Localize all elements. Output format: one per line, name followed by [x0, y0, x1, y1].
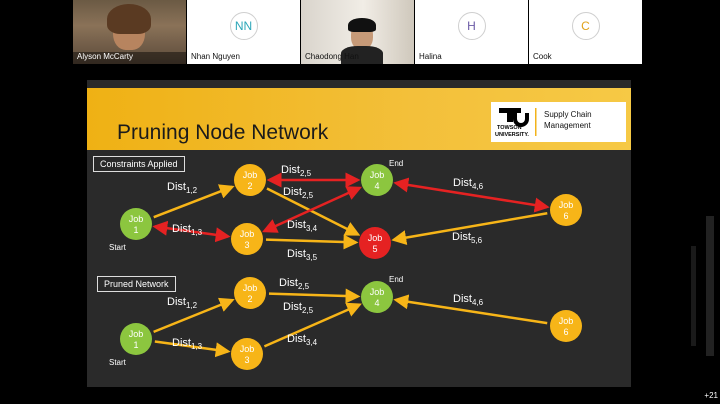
- university-logo: TOWSON UNIVERSITY. Supply Chain Manageme…: [491, 102, 626, 142]
- pruned-edge-6-4: [393, 294, 548, 325]
- edge-4-6: [393, 177, 550, 213]
- participant-name: Cook: [533, 52, 552, 61]
- participant-tile-4[interactable]: H Halina: [415, 0, 528, 64]
- network-diagram: Dist1,2Dist1,3Dist2,5Dist2,5Dist3,4Dist3…: [109, 159, 582, 370]
- job-node-number: 3: [244, 240, 249, 250]
- participant-name: Nhan Nguyen: [191, 52, 240, 61]
- job-node-label: Job: [240, 229, 255, 239]
- pruned-dist-label-1-3: Dist1,3: [172, 337, 203, 351]
- start-label: Start: [109, 243, 127, 252]
- edge-5-6: [391, 212, 548, 246]
- dist-label-4-6: Dist4,6: [453, 177, 484, 191]
- participant-name: Halina: [419, 52, 442, 61]
- job-node-label: Job: [240, 344, 255, 354]
- pruned-dist-label-4-6: Dist4,6: [453, 293, 484, 307]
- section-label-pruned: Pruned Network: [97, 276, 176, 292]
- participant-tile-2[interactable]: NN Nhan Nguyen: [187, 0, 300, 64]
- participant-strip: Alyson McCarty NN Nhan Nguyen Chaodong H…: [0, 0, 720, 66]
- pruned-dist-label-3-4: Dist3,4: [287, 333, 318, 347]
- job-node-number: 6: [563, 211, 568, 221]
- job-node-label: Job: [370, 287, 385, 297]
- pruned-edge-1-3: [154, 340, 231, 358]
- background-texture: [691, 216, 714, 356]
- job-node-label: Job: [243, 170, 258, 180]
- job-node-number: 2: [247, 181, 252, 191]
- job-node-label: Job: [243, 283, 258, 293]
- participant-name: Alyson McCarty: [77, 52, 134, 61]
- job-node-label: Job: [370, 170, 385, 180]
- job-node-label: Job: [559, 200, 574, 210]
- slide-title: Pruning Node Network: [117, 121, 329, 144]
- avatar: C: [571, 12, 600, 40]
- job-node-label: Job: [129, 214, 144, 224]
- pruned-dist-label-2-4b: Dist2,5: [283, 301, 314, 315]
- pruned-edge-3-4: [263, 302, 362, 348]
- logo-line1: TOWSON: [497, 125, 522, 131]
- participant-tile-1[interactable]: Alyson McCarty: [73, 0, 186, 64]
- job-node-number: 4: [374, 298, 379, 308]
- participant-name: Chaodong Han: [305, 52, 359, 61]
- edge-3-5: [265, 234, 359, 250]
- pruned-end-label: End: [389, 275, 403, 284]
- edge-3-4: [262, 186, 362, 233]
- job-node-number: 5: [372, 244, 377, 254]
- end-label: End: [389, 159, 403, 168]
- job-node-number: 2: [247, 294, 252, 304]
- job-node-label: Job: [368, 233, 383, 243]
- section-label-constraints: Constraints Applied: [93, 156, 185, 172]
- job-node-label: Job: [129, 329, 144, 339]
- avatar: H: [457, 12, 486, 40]
- pruned-edge-1-2: [153, 297, 235, 334]
- job-node-number: 1: [133, 225, 138, 235]
- logo-mark-icon: [499, 108, 537, 136]
- participant-tile-3[interactable]: Chaodong Han: [301, 0, 414, 64]
- avatar: NN: [229, 12, 258, 40]
- dist-label-5-6: Dist5,6: [452, 231, 483, 245]
- dist-label-1-3: Dist1,3: [172, 223, 203, 237]
- slide-banner: Pruning Node Network TOWSON UNIVERSITY. …: [87, 88, 631, 150]
- dist-label-3-4: Dist3,4: [287, 219, 318, 233]
- pruned-start-label: Start: [109, 358, 127, 367]
- pruned-dist-label-1-2: Dist1,2: [167, 296, 198, 310]
- dist-label-2-4: Dist2,5: [281, 164, 312, 178]
- edge-1-2: [153, 184, 235, 219]
- pruned-edge-2-4: [268, 288, 361, 304]
- job-node-number: 4: [374, 181, 379, 191]
- shared-slide: Pruning Node Network TOWSON UNIVERSITY. …: [87, 80, 631, 387]
- right-panel: +21: [631, 66, 720, 404]
- pruned-dist-label-2-4: Dist2,5: [279, 277, 310, 291]
- job-node-number: 6: [563, 327, 568, 337]
- logo-line2: UNIVERSITY.: [495, 132, 529, 138]
- logo-text1: Supply Chain: [544, 110, 592, 119]
- dist-label-1-2: Dist1,2: [167, 181, 198, 195]
- overflow-count[interactable]: +21: [704, 391, 718, 400]
- participant-tile-5[interactable]: C Cook: [529, 0, 642, 64]
- job-node-number: 1: [133, 340, 138, 350]
- job-node-number: 3: [244, 355, 249, 365]
- logo-text2: Management: [544, 121, 591, 130]
- dist-label-2-5: Dist2,5: [283, 186, 314, 200]
- dist-label-3-5: Dist3,5: [287, 248, 318, 262]
- edge-1-3: [152, 220, 231, 243]
- job-node-label: Job: [559, 316, 574, 326]
